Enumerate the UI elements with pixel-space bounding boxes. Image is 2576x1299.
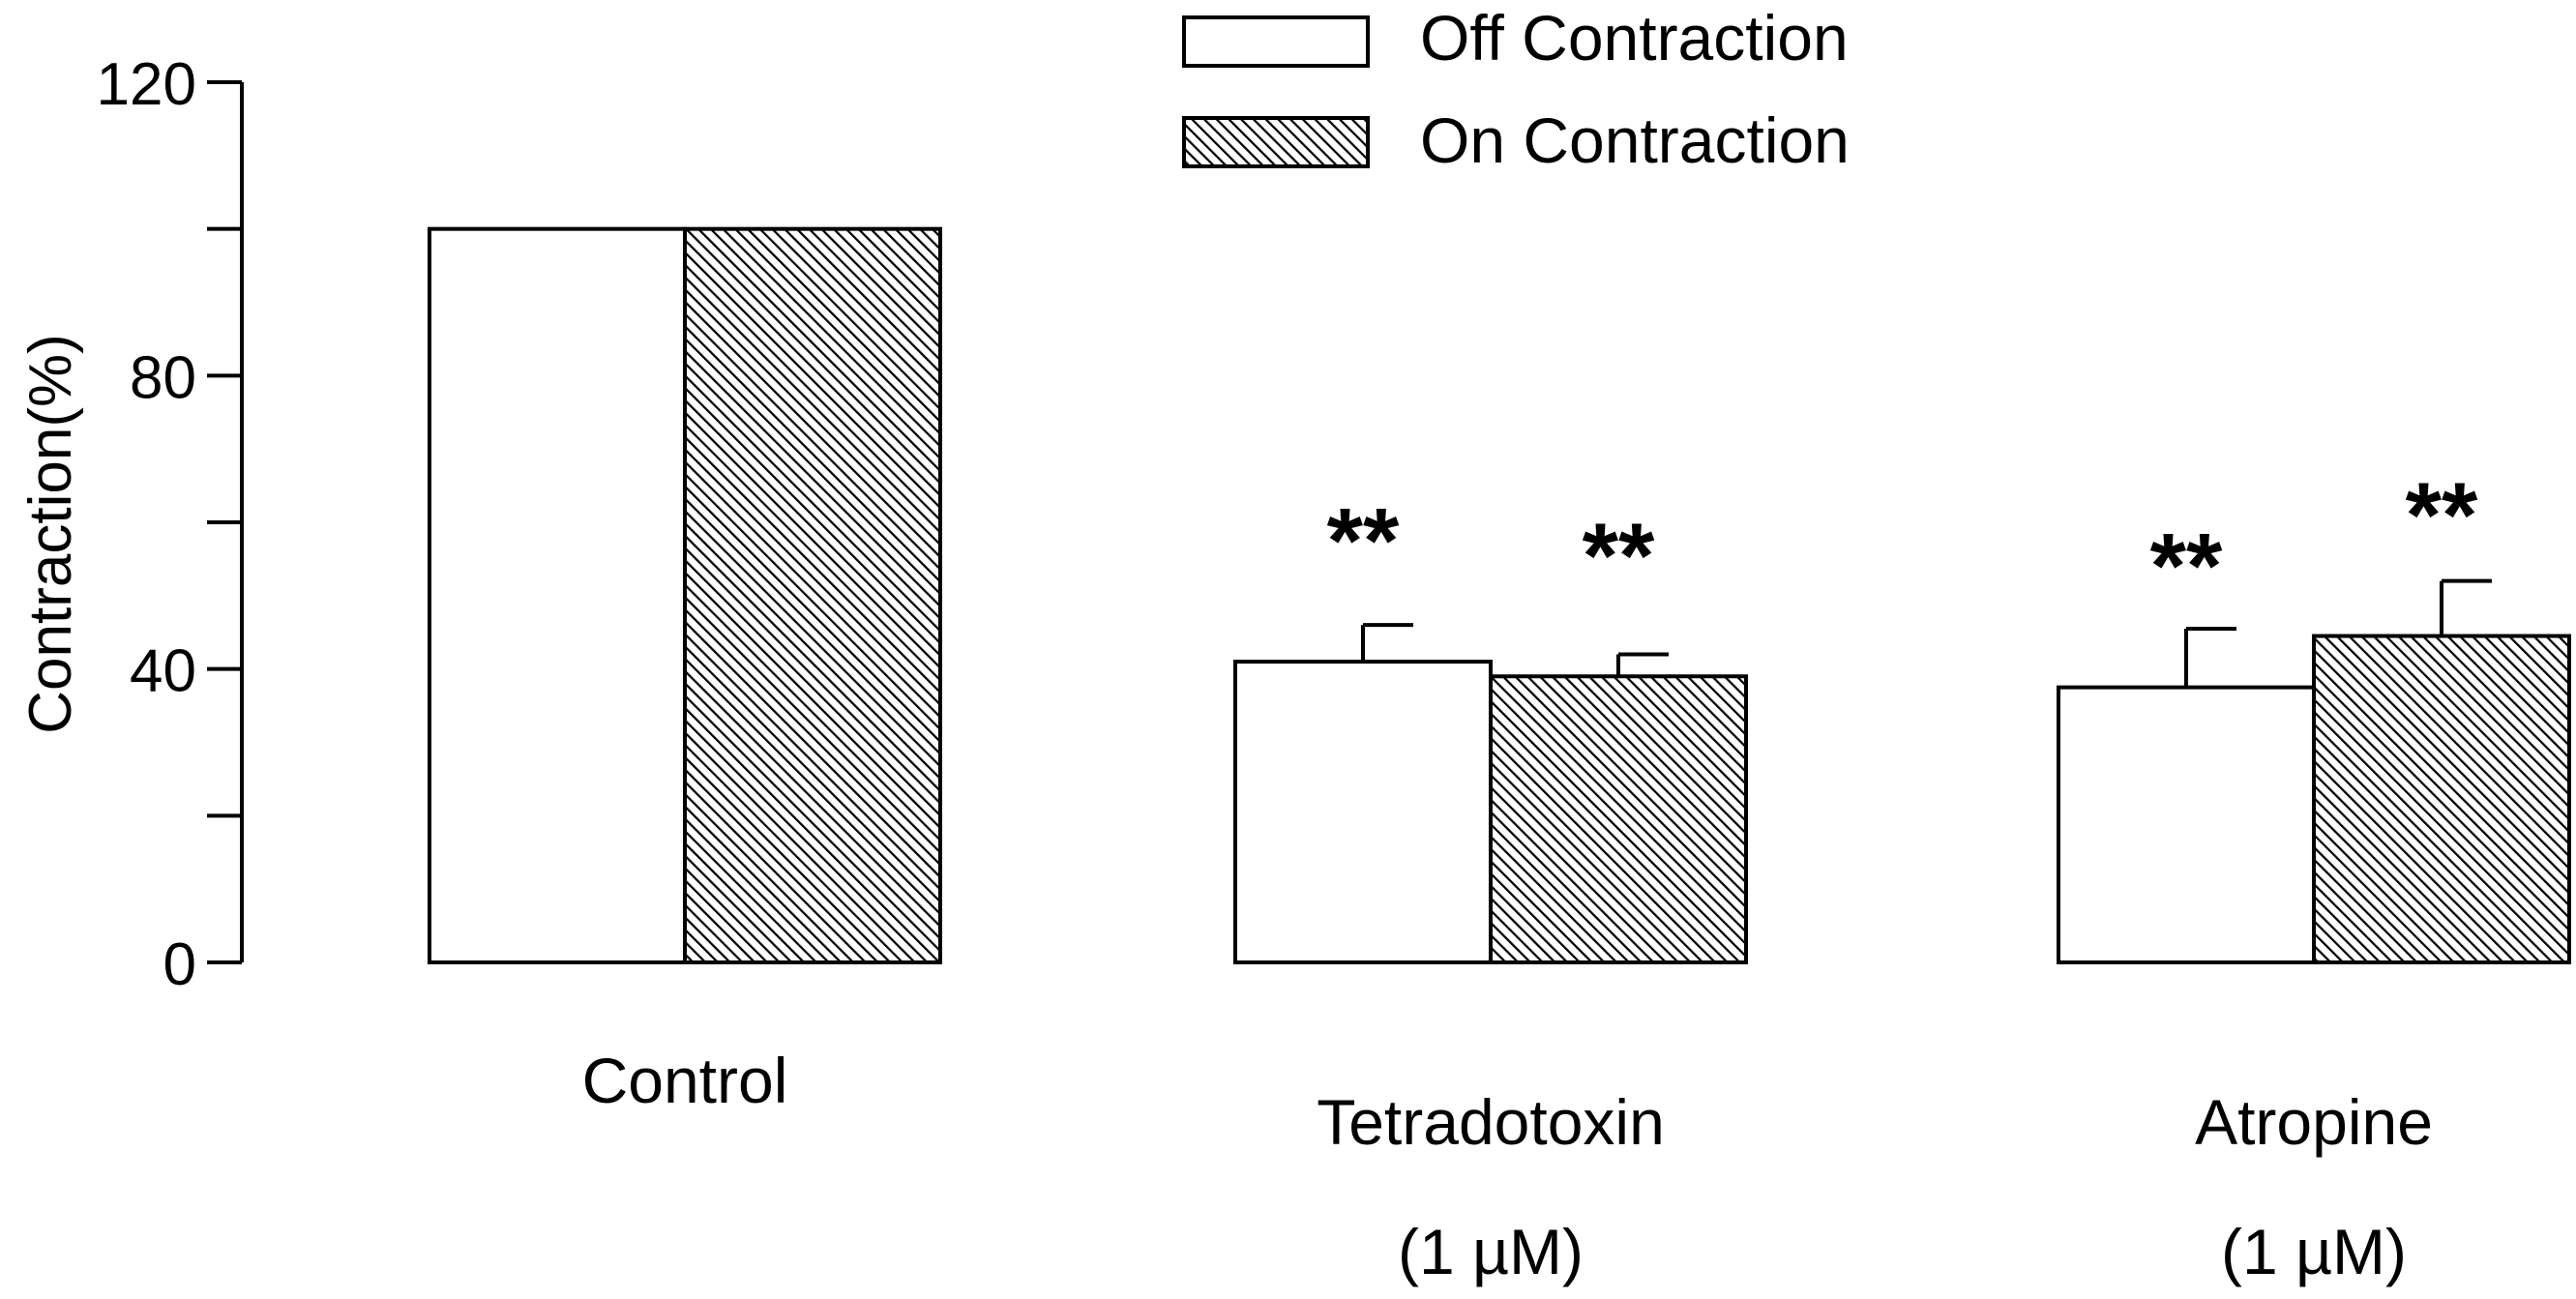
y-axis: 0 40 80 120 Contraction(%) (17, 51, 244, 998)
significance-marker: ** (1583, 504, 1655, 607)
y-tick-label: 40 (130, 638, 196, 705)
y-axis-label: Contraction(%) (17, 334, 84, 733)
y-tick-label: 80 (130, 344, 196, 411)
bar-on-contraction (2312, 634, 2571, 965)
bar-off-contraction (2057, 685, 2316, 964)
bar-on-contraction (1489, 674, 1748, 964)
bar-off-contraction (428, 226, 687, 964)
significance-marker: ** (2406, 464, 2478, 568)
x-category-label: Tetradotoxin (1317, 1086, 1665, 1158)
significance-marker: ** (1327, 489, 1400, 593)
x-category-label: (1 µM) (1398, 1216, 1584, 1287)
x-category-label: Control (582, 1045, 788, 1116)
bar-series-group: ** ** ** ** (428, 226, 2571, 965)
x-category-label: (1 µM) (2221, 1216, 2407, 1287)
y-tick-label: 0 (163, 931, 196, 998)
legend-swatch-on (1182, 116, 1370, 168)
x-category-label: Atropine (2195, 1086, 2433, 1158)
y-tick-label: 120 (97, 51, 196, 118)
bar-on-contraction (683, 226, 942, 964)
legend-label-off: Off Contraction (1420, 2, 1849, 74)
bar-off-contraction (1233, 660, 1493, 964)
legend-label-on: On Contraction (1420, 104, 1850, 176)
legend: Off Contraction On Contraction (1182, 2, 1850, 176)
significance-marker: ** (2150, 515, 2223, 618)
legend-swatch-off (1182, 15, 1370, 68)
